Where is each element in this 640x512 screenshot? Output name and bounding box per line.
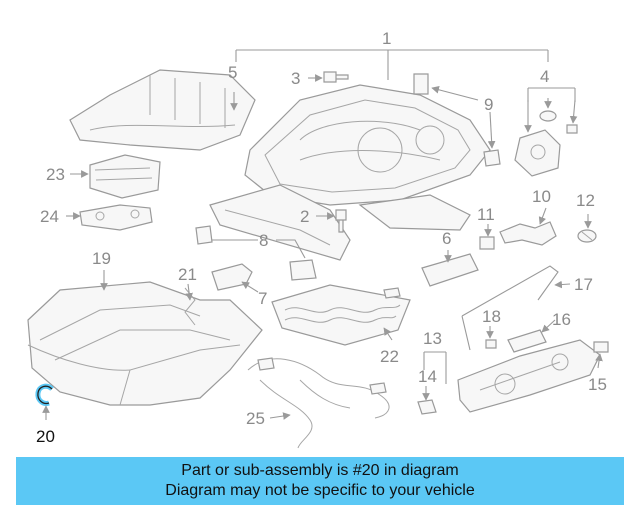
callout-labels: 1 2 3 4 5 6 7 8 9 10 11 12 13 14 15 16 1… [36, 29, 607, 446]
callout-25[interactable]: 25 [246, 409, 265, 428]
callout-2[interactable]: 2 [300, 207, 309, 226]
screw-3[interactable] [323, 71, 349, 83]
wiring-harness-25[interactable] [247, 357, 390, 449]
clips-8[interactable] [195, 225, 317, 281]
callout-12[interactable]: 12 [576, 191, 595, 210]
callout-18[interactable]: 18 [482, 307, 501, 326]
leader-lines [66, 74, 603, 420]
callout-8[interactable]: 8 [259, 231, 268, 250]
callout-24[interactable]: 24 [40, 207, 59, 226]
spring-mat-22[interactable] [271, 284, 411, 346]
callout-1[interactable]: 1 [382, 29, 391, 48]
callout-5[interactable]: 5 [228, 63, 237, 82]
bolt-2[interactable] [335, 209, 347, 233]
part-11[interactable] [479, 236, 495, 250]
callout-13[interactable]: 13 [423, 329, 442, 348]
callout-21[interactable]: 21 [178, 265, 197, 284]
knob-12[interactable] [577, 229, 597, 243]
clip-14[interactable] [417, 399, 437, 415]
info-banner: Part or sub-assembly is #20 in diagram D… [16, 457, 624, 505]
callout-4[interactable]: 4 [540, 67, 549, 86]
cable-17[interactable] [461, 265, 559, 351]
callout-3[interactable]: 3 [291, 69, 300, 88]
clip-9[interactable] [413, 73, 501, 167]
callout-14[interactable]: 14 [418, 367, 437, 386]
callout-6[interactable]: 6 [442, 229, 451, 248]
callout-7[interactable]: 7 [258, 289, 267, 308]
seat-frame[interactable] [209, 84, 491, 261]
callout-11[interactable]: 11 [477, 205, 495, 224]
bracket-7[interactable] [211, 263, 253, 291]
callout-22[interactable]: 22 [380, 347, 399, 366]
trim-6[interactable] [421, 253, 479, 287]
callout-15[interactable]: 15 [588, 375, 607, 394]
callout-16[interactable]: 16 [552, 310, 571, 329]
clip-20-icon[interactable] [35, 383, 54, 420]
side-cover-13[interactable] [423, 339, 601, 413]
seat-cushion-19[interactable] [27, 281, 263, 406]
fastener-15[interactable] [593, 341, 609, 353]
switch-16[interactable] [507, 329, 547, 353]
callout-9[interactable]: 9 [484, 95, 493, 114]
banner-line-disclaimer: Diagram may not be specific to your vehi… [165, 482, 475, 499]
bolt-18[interactable] [485, 339, 497, 349]
bracket-24[interactable] [79, 204, 153, 231]
cover-set-4[interactable] [514, 87, 578, 177]
callout-20[interactable]: 20 [36, 427, 55, 446]
callout-10[interactable]: 10 [532, 187, 551, 206]
callout-19[interactable]: 19 [92, 249, 111, 268]
callout-23[interactable]: 23 [46, 165, 65, 184]
seat-heater-pad[interactable] [69, 69, 256, 151]
callout-1-leader [235, 49, 549, 80]
banner-line-part: Part or sub-assembly is #20 in diagram [181, 462, 459, 479]
bracket-10[interactable] [499, 221, 557, 246]
parts-diagram: 1 2 3 4 5 6 7 8 9 10 11 12 13 14 15 16 1… [27, 29, 609, 449]
control-module-23[interactable] [89, 154, 161, 199]
callout-17[interactable]: 17 [574, 275, 593, 294]
